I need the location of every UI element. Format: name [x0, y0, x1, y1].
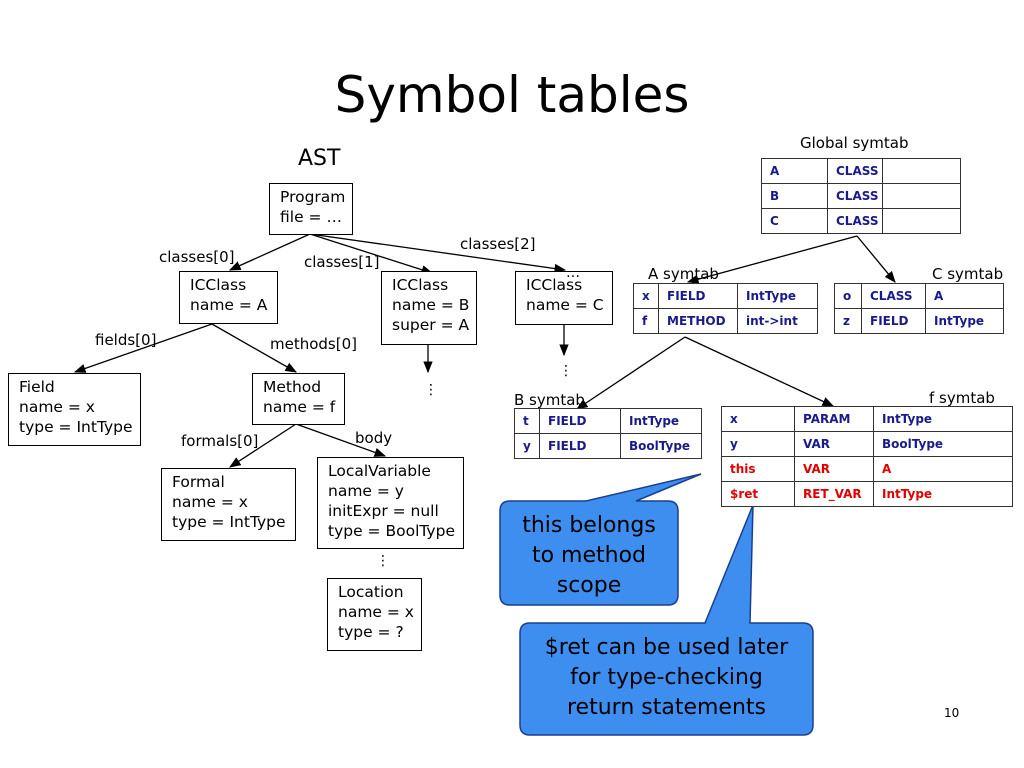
edge-global-c [856, 235, 896, 283]
edge-program-icclass-b [309, 233, 434, 275]
edge-program-classes2 [309, 233, 567, 274]
edge-method-localvariable [295, 423, 387, 457]
callout-ret-usage: $ret can be used later for type-checking… [544, 635, 789, 720]
edge-icclass-a-field [73, 323, 213, 373]
table-row: o CLASS A [834, 283, 1004, 309]
edge-label-formals0: formals[0] [181, 432, 259, 450]
a-symtab-label: A symtab [648, 265, 719, 283]
table-row: y VAR BoolType [721, 431, 1013, 457]
c-symtab: o CLASS A z FIELD IntType [834, 283, 1004, 334]
table-row: x FIELD IntType [633, 283, 818, 309]
edge-program-icclass-a [228, 233, 311, 271]
f-symtab: x PARAM IntType y VAR BoolType this VAR … [721, 406, 1013, 507]
ast-node-field: Field name = x type = IntType [8, 373, 141, 446]
ast-node-local-variable: LocalVariable name = y initExpr = null t… [317, 457, 464, 549]
callout-this-scope: this belongs to method scope [522, 513, 656, 598]
ast-node-method: Method name = f [252, 373, 345, 425]
edge-label-fields0: fields[0] [95, 331, 157, 349]
ellipsis-classes: … [566, 265, 580, 281]
table-row: t FIELD IntType [514, 408, 702, 434]
ast-label: AST [298, 146, 341, 171]
table-row: B CLASS [761, 183, 961, 209]
vdots-icclass-b: ⋮ [424, 382, 438, 398]
edge-icclass-a-method [211, 323, 298, 373]
edge-method-formal [229, 423, 297, 468]
edge-label-classes1: classes[1] [304, 253, 380, 271]
ast-node-program: Program file = … [269, 183, 353, 235]
f-symtab-label: f symtab [929, 389, 995, 407]
global-symtab-label: Global symtab [800, 134, 909, 152]
table-row: C CLASS [761, 208, 961, 234]
callout-this-scope-shape [499, 473, 702, 606]
ast-node-formal: Formal name = x type = IntType [161, 468, 296, 541]
edge-label-classes0: classes[0] [159, 248, 235, 266]
table-row: f METHOD int->int [633, 308, 818, 334]
table-row-ret: $ret RET_VAR IntType [721, 481, 1013, 507]
edge-label-methods0: methods[0] [270, 335, 357, 353]
ast-node-icclass-c: ICClass name = C [515, 271, 613, 325]
table-row: z FIELD IntType [834, 308, 1004, 334]
callout-ret-usage-shape [519, 504, 814, 736]
table-row-this: this VAR A [721, 456, 1013, 482]
c-symtab-label: C symtab [932, 265, 1004, 283]
table-row: x PARAM IntType [721, 406, 1013, 432]
page-number: 10 [944, 706, 960, 720]
a-symtab: x FIELD IntType f METHOD int->int [633, 283, 818, 334]
edge-a-f [684, 336, 835, 407]
table-row: y FIELD BoolType [514, 433, 702, 459]
vdots-local-variable: ⋮ [376, 553, 390, 569]
ast-node-location: Location name = x type = ? [327, 578, 422, 651]
edge-label-classes2: classes[2] [460, 235, 536, 253]
vdots-icclass-c: ⋮ [559, 363, 573, 379]
edge-a-b [576, 336, 686, 410]
slide-title: Symbol tables [334, 66, 690, 124]
b-symtab-label: B symtab [514, 391, 585, 409]
ast-node-icclass-b: ICClass name = B super = A [381, 271, 477, 345]
ast-node-icclass-a: ICClass name = A [179, 271, 278, 324]
global-symtab: A CLASS B CLASS C CLASS [761, 158, 961, 234]
b-symtab: t FIELD IntType y FIELD BoolType [514, 408, 702, 459]
table-row: A CLASS [761, 158, 961, 184]
edge-global-a [686, 235, 858, 284]
edge-label-body: body [355, 429, 393, 447]
